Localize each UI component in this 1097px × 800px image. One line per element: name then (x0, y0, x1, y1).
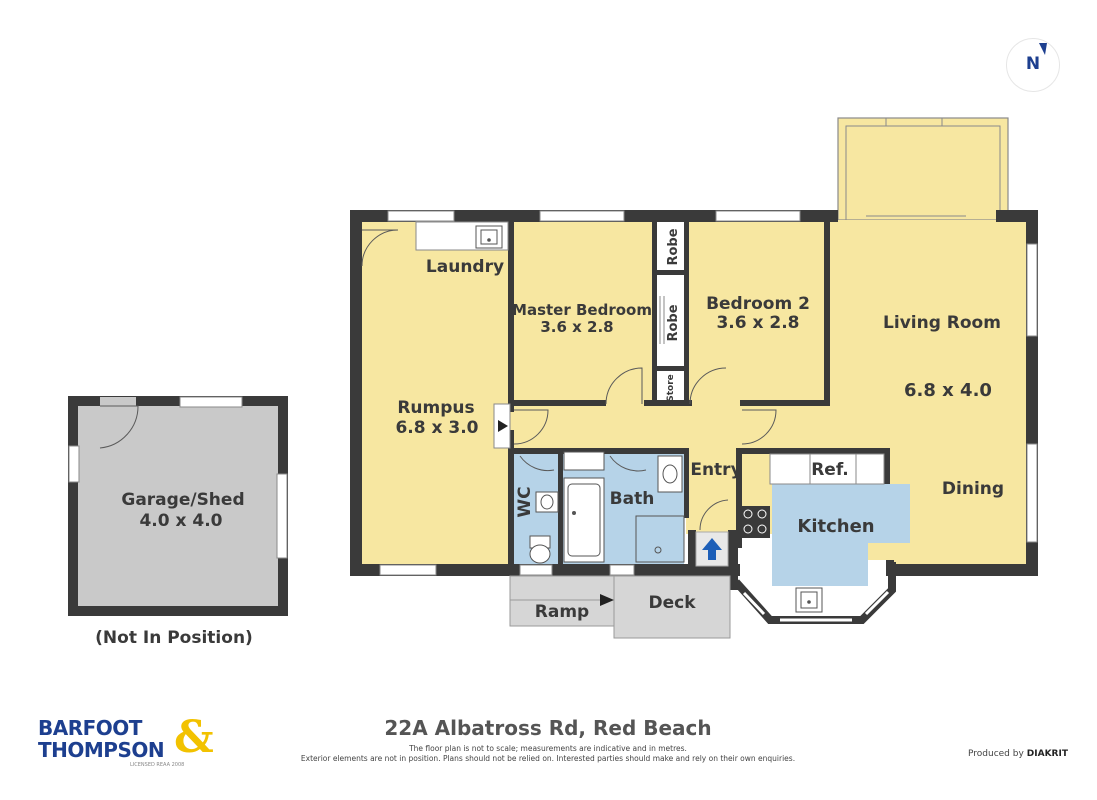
rumpus-fill (358, 220, 510, 567)
bay-window-top (837, 117, 1009, 221)
garage-dims: 4.0 x 4.0 (139, 511, 222, 531)
property-address: 22A Albatross Rd, Red Beach (384, 716, 712, 740)
disclaimer-line-1: The floor plan is not to scale; measurem… (409, 744, 687, 753)
windows (379, 210, 1038, 576)
compass-label: N (1025, 54, 1041, 74)
bath-label: Bath (610, 489, 655, 509)
robe-doors (659, 296, 665, 344)
laundry-label: Laundry (426, 257, 504, 277)
brand-line-1: BARFOOT (38, 716, 142, 740)
room-labels: Laundry Master Bedroom 3.6 x 2.8 Robe Ro… (95, 228, 1004, 648)
deck-label: Deck (648, 593, 696, 613)
bath-fixtures (563, 451, 685, 563)
master-bedroom-fill (514, 220, 654, 402)
kitchen-bay-fill (740, 540, 890, 620)
disclaimer: The floor plan is not to scale; measurem… (300, 744, 796, 764)
wc-fixtures (529, 491, 559, 564)
kitchen-fixtures (740, 453, 885, 613)
garage-note: (Not In Position) (95, 628, 253, 648)
brand-ampersand: & (174, 712, 214, 763)
living-room-dims: 6.8 x 4.0 (904, 380, 992, 401)
disclaimer-line-2: Exterior elements are not in position. P… (300, 754, 796, 763)
ramp-label: Ramp (535, 602, 589, 622)
garage-shed (68, 396, 288, 616)
hall-fill (510, 402, 830, 452)
rumpus-dims: 6.8 x 3.0 (395, 418, 478, 438)
wc-label: WC (515, 486, 535, 517)
produced-by-prefix: Produced by (968, 749, 1024, 759)
robe-label-2: Robe (666, 304, 681, 341)
entry-label: Entry (690, 460, 741, 480)
doors (361, 229, 777, 531)
ref-label: Ref. (811, 460, 849, 480)
kitchen-bay-windows (742, 590, 890, 622)
closet-fill (654, 220, 686, 402)
rumpus-label: Rumpus (397, 398, 474, 418)
laundry-counter (415, 221, 509, 251)
master-bedroom-label: Master Bedroom (512, 301, 652, 319)
store-label: Store (666, 374, 676, 402)
ramp-area (509, 575, 617, 627)
north-compass-icon: N (1006, 38, 1060, 92)
brand-line-2: THOMPSON (38, 738, 165, 762)
bedroom-2-dims: 3.6 x 2.8 (716, 313, 799, 333)
garage-label: Garage/Shed (121, 490, 244, 510)
deck-area (613, 575, 731, 639)
master-bedroom-dims: 3.6 x 2.8 (540, 318, 613, 336)
ramp-deck (509, 575, 731, 639)
rumpus-door-marker (493, 403, 511, 449)
entry-fill (686, 452, 740, 534)
compass-arrow-icon (1039, 43, 1047, 55)
barfoot-thompson-logo: BARFOOT THOMPSON & LICENSED REAA 2008 (38, 712, 218, 768)
robe-label-1: Robe (666, 228, 681, 265)
brand-license: LICENSED REAA 2008 (130, 762, 185, 768)
produced-by-name: DIAKRIT (1026, 749, 1068, 759)
kitchen-label: Kitchen (797, 516, 874, 537)
kitchen-fill (772, 484, 910, 586)
living-room-label: Living Room (883, 313, 1001, 333)
entry-arrow-icon (695, 531, 729, 567)
bedroom-2-label: Bedroom 2 (706, 294, 810, 314)
dining-label: Dining (942, 479, 1004, 499)
